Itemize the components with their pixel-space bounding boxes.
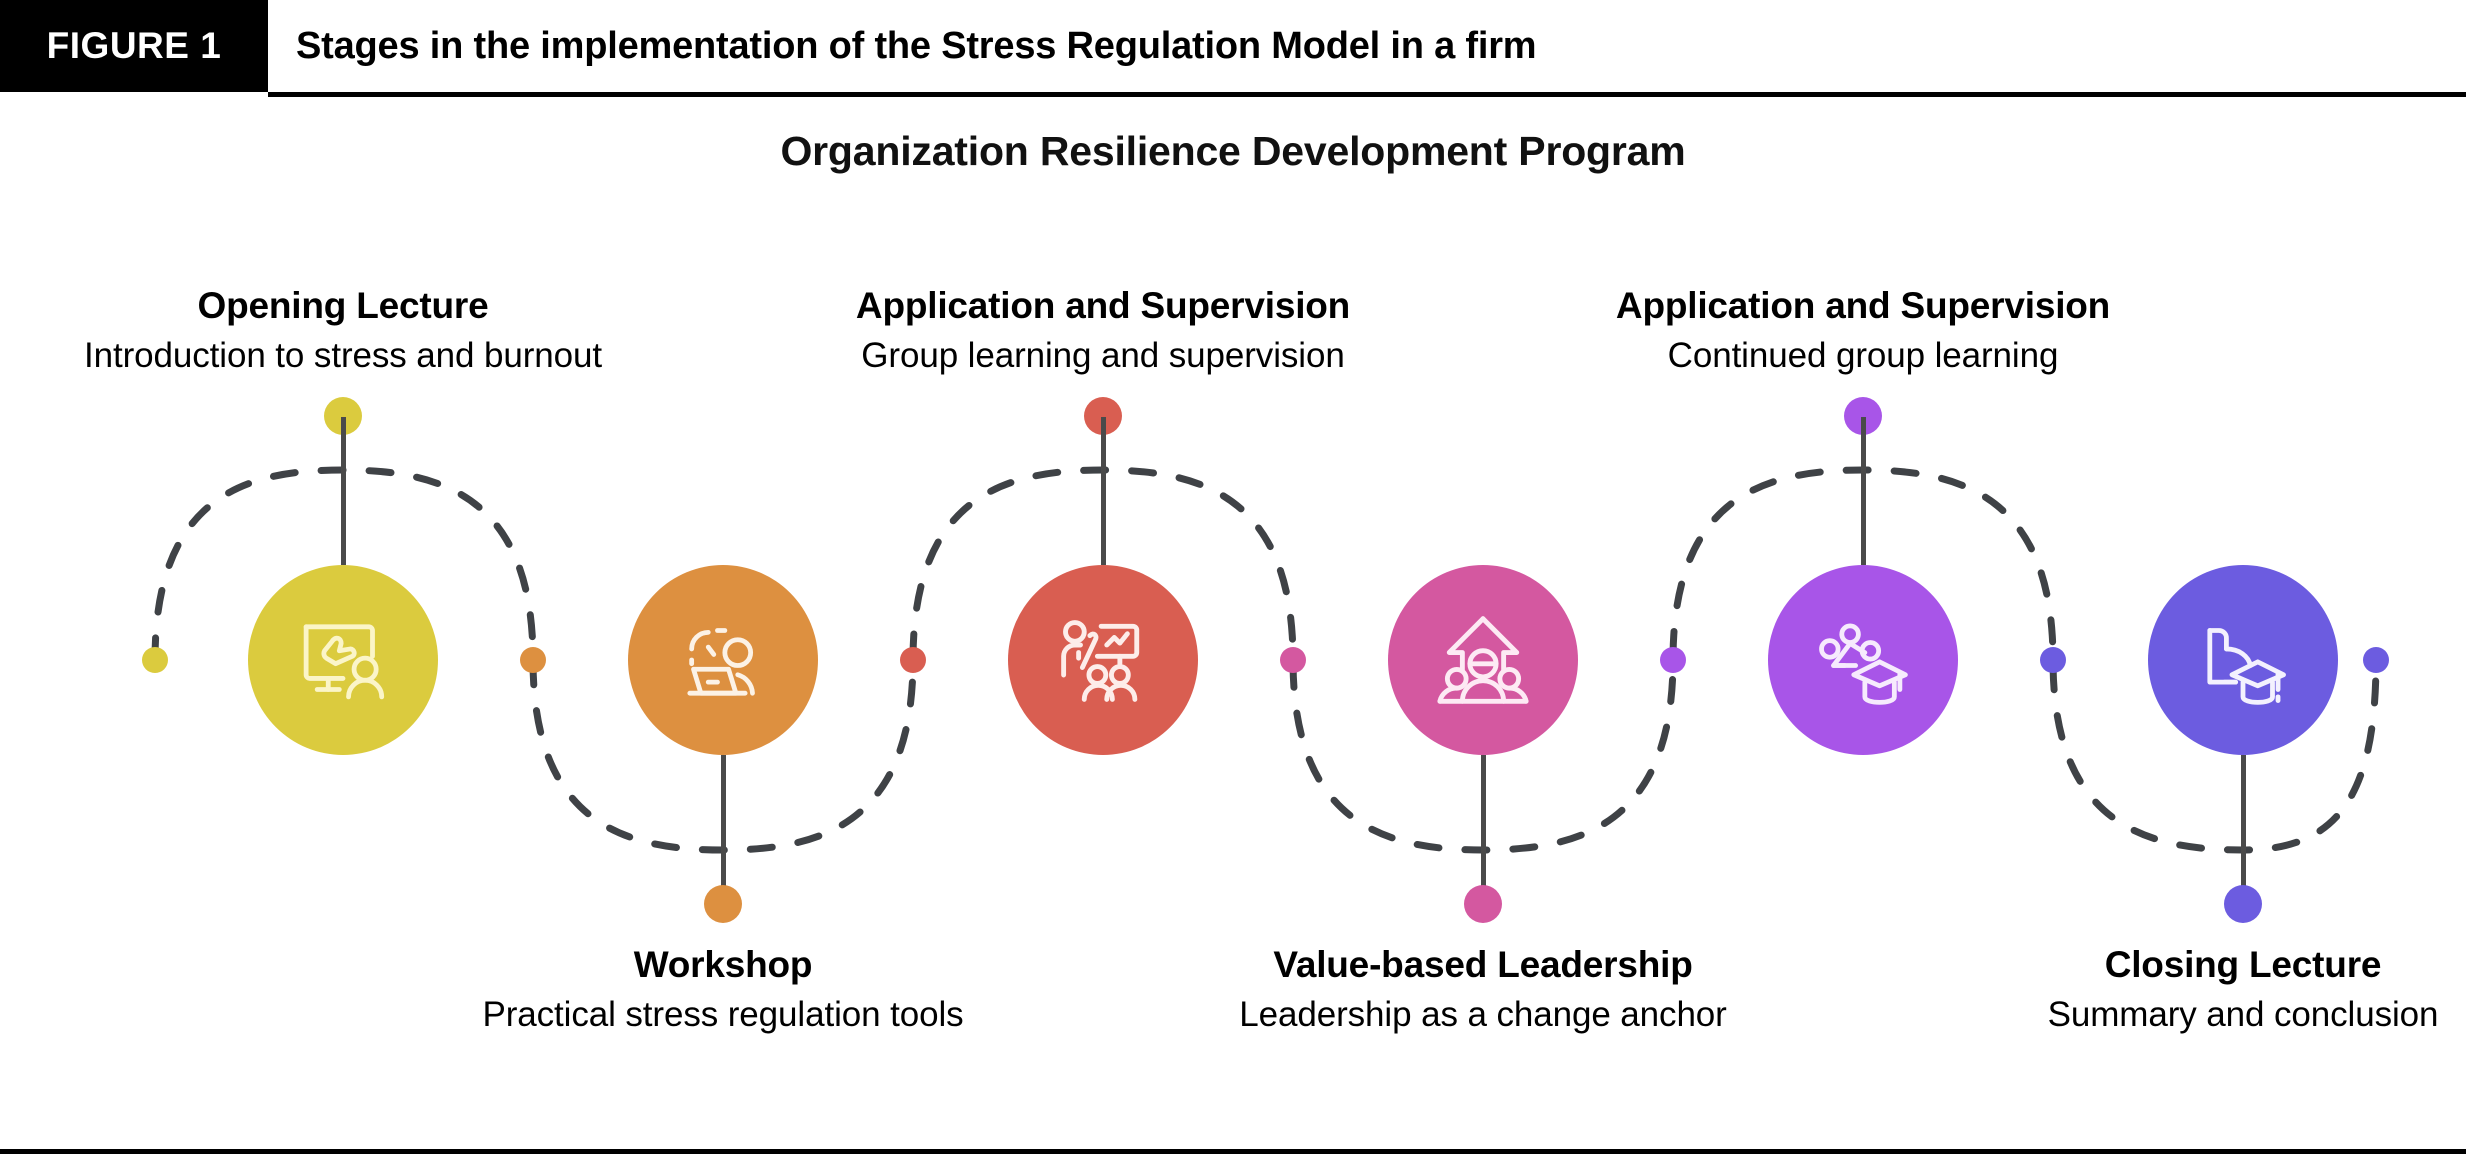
- trainer-chart-audience-icon: [1043, 600, 1163, 720]
- wave-dot: [2040, 647, 2066, 673]
- figure-title: Stages in the implementation of the Stre…: [296, 24, 1537, 67]
- stage-5-connector-line: [1861, 417, 1866, 565]
- arrow-up-team-icon: [1423, 600, 1543, 720]
- stage-6-subtitle: Summary and conclusion: [2047, 994, 2439, 1034]
- stage-6-label: Closing Lecture Summary and conclusion: [1863, 943, 2466, 1036]
- stage-4-connector-line: [1481, 755, 1486, 903]
- network-graduation-cap-icon: [1804, 601, 1922, 719]
- stage-2-connector-dot: [704, 885, 742, 923]
- wave-dot: [520, 647, 546, 673]
- flexed-arm-graduation-icon: [2184, 601, 2302, 719]
- stage-2-title: Workshop: [633, 944, 813, 985]
- stage-4-label: Value-based Leadership Leadership as a c…: [1103, 943, 1863, 1036]
- wave-dot: [142, 647, 168, 673]
- stage-3-subtitle: Group learning and supervision: [861, 336, 1345, 375]
- wave-dot: [1280, 647, 1306, 673]
- stage-4-circle[interactable]: [1388, 565, 1578, 755]
- stage-1-subtitle: Introduction to stress and burnout: [83, 336, 603, 375]
- stage-1-title: Opening Lecture: [197, 285, 489, 327]
- stage-5-label: Application and Supervision Continued gr…: [1483, 284, 2243, 377]
- stage-4-subtitle: Leadership as a change anchor: [1239, 994, 1727, 1034]
- header-divider: [268, 92, 2466, 97]
- stage-5-title: Application and Supervision: [1615, 285, 2111, 327]
- stage-5-subtitle: Continued group learning: [1667, 336, 2059, 375]
- stage-4-title: Value-based Leadership: [1273, 944, 1693, 985]
- stage-3-circle[interactable]: [1008, 565, 1198, 755]
- wave-dot: [2363, 647, 2389, 673]
- stage-6-connector-dot: [2224, 885, 2262, 923]
- wave-dot: [1660, 647, 1686, 673]
- stage-2-connector-line: [721, 755, 726, 903]
- stage-5-circle[interactable]: [1768, 565, 1958, 755]
- whiteboard-presenter-icon: [284, 601, 402, 719]
- footer-divider: [0, 1149, 2466, 1154]
- stage-2-circle[interactable]: [628, 565, 818, 755]
- stage-4-connector-dot: [1464, 885, 1502, 923]
- stage-6-connector-line: [2241, 755, 2246, 903]
- stage-2-label: Workshop Practical stress regulation too…: [343, 943, 1103, 1036]
- stage-1-circle[interactable]: [248, 565, 438, 755]
- figure-header: FIGURE 1 Stages in the implementation of…: [0, 0, 2466, 100]
- stage-1-label: Opening Lecture Introduction to stress a…: [0, 284, 723, 377]
- stage-6-circle[interactable]: [2148, 565, 2338, 755]
- stage-1-connector-line: [341, 417, 346, 565]
- stage-2-subtitle: Practical stress regulation tools: [482, 994, 964, 1034]
- stage-6-title: Closing Lecture: [2104, 944, 2382, 985]
- wave-dot: [900, 647, 926, 673]
- stage-3-title: Application and Supervision: [855, 285, 1351, 327]
- stage-3-connector-line: [1101, 417, 1106, 565]
- person-laptop-icon: [664, 601, 782, 719]
- figure-number-badge: FIGURE 1: [0, 0, 268, 92]
- program-subtitle: Organization Resilience Development Prog…: [780, 128, 1686, 174]
- stage-3-label: Application and Supervision Group learni…: [723, 284, 1483, 377]
